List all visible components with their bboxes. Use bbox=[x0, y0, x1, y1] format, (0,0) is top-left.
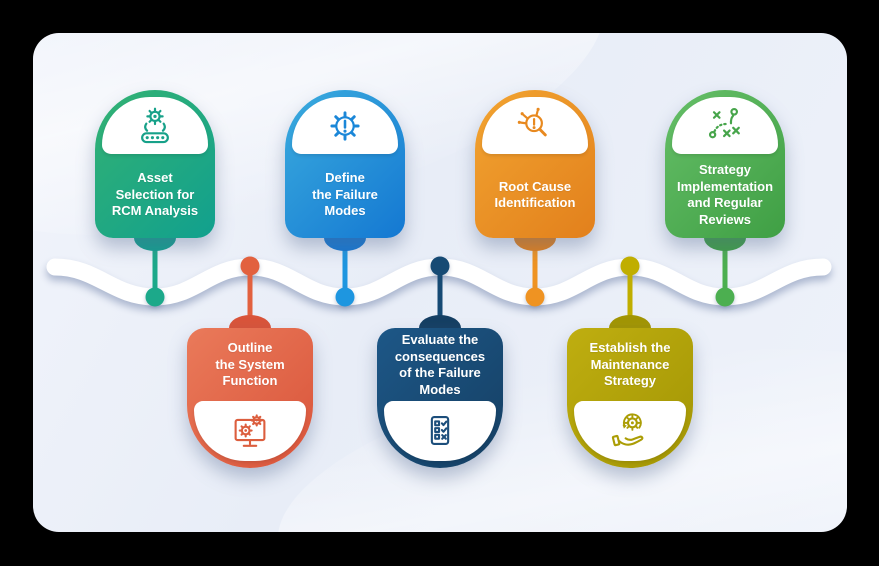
step-title: Strategy Implementation and Regular Revi… bbox=[676, 162, 774, 227]
icon-dome bbox=[574, 401, 686, 461]
step-title: Outline the System Function bbox=[215, 340, 285, 389]
icon-dome bbox=[102, 97, 208, 154]
step-title: Define the Failure Modes bbox=[312, 170, 378, 219]
step-card-outline-system-function: Outline the System Function bbox=[187, 328, 313, 468]
step-title: Evaluate the consequences of the Failure… bbox=[394, 332, 486, 397]
milestone-dot bbox=[525, 287, 545, 307]
icon-dome bbox=[194, 401, 306, 461]
milestone-dot bbox=[335, 287, 355, 307]
infographic-panel: Asset Selection for RCM Analysis Outline… bbox=[33, 33, 847, 532]
step-card-strategy-implementation: Strategy Implementation and Regular Revi… bbox=[665, 90, 785, 238]
step-title: Root Cause Identification bbox=[494, 178, 576, 211]
step-title: Establish the Maintenance Strategy bbox=[589, 340, 671, 389]
milestone-dot bbox=[145, 287, 165, 307]
magnifier-alert-icon bbox=[517, 107, 547, 136]
step-card-root-cause-identification: Root Cause Identification bbox=[475, 90, 595, 238]
milestone-dot bbox=[715, 287, 735, 307]
icon-dome bbox=[482, 97, 588, 154]
step-card-establish-maintenance-strategy: Establish the Maintenance Strategy bbox=[567, 328, 693, 468]
step-title: Asset Selection for RCM Analysis bbox=[111, 170, 199, 219]
hand-gear-icon bbox=[611, 413, 644, 447]
strategy-plan-icon bbox=[708, 107, 740, 138]
monitor-gears-icon bbox=[234, 414, 266, 447]
robotic-arm-conveyor-icon bbox=[141, 107, 169, 143]
step-card-asset-selection: Asset Selection for RCM Analysis bbox=[95, 90, 215, 238]
icon-dome bbox=[672, 97, 778, 154]
milestone-dot bbox=[620, 256, 640, 276]
step-card-define-failure-modes: Define the Failure Modes bbox=[285, 90, 405, 238]
milestone-dot bbox=[240, 256, 260, 276]
checklist-icon bbox=[430, 416, 450, 445]
step-card-evaluate-consequences: Evaluate the consequences of the Failure… bbox=[377, 328, 503, 468]
icon-dome bbox=[384, 401, 496, 461]
icon-dome bbox=[292, 97, 398, 154]
milestone-dot bbox=[430, 256, 450, 276]
gear-alert-icon bbox=[330, 110, 360, 141]
